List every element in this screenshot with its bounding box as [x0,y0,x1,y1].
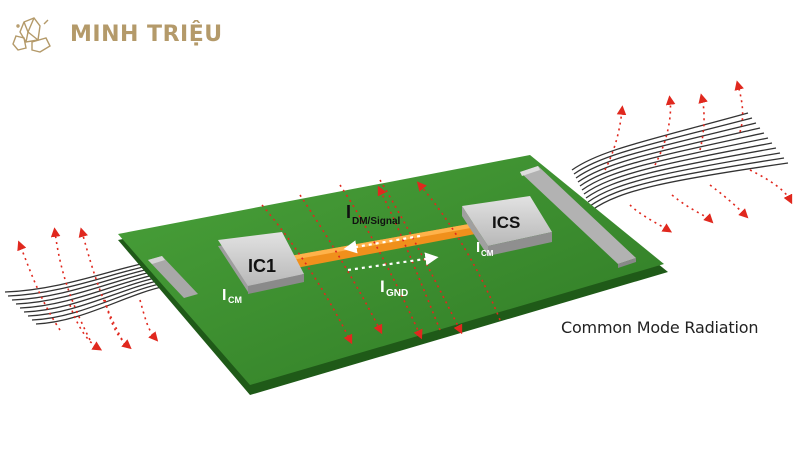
diagram-caption: Common Mode Radiation [561,318,759,337]
i-gnd-label: I GND [380,277,408,299]
ics-label: ICS [492,213,520,232]
crystal-logo-icon [12,17,51,53]
pcb-board [118,155,668,395]
svg-text:GND: GND [386,288,408,299]
svg-text:DM/Signal: DM/Signal [352,216,401,227]
brand-name: MINH TRIỆU [70,21,223,47]
left-connector [148,256,198,298]
i-cm-left-label: I CM [222,287,242,305]
svg-text:I: I [380,277,385,296]
ic1-chip: IC1 [218,232,304,294]
i-dm-signal-label: I DM/Signal [346,202,401,227]
i-cm-right-label: I CM [476,239,494,258]
cable-radiation-arrows [17,80,793,351]
ics-chip: ICS [462,196,552,256]
ic1-label: IC1 [248,256,276,276]
right-ribbon-cable [571,112,789,211]
svg-text:CM: CM [228,295,242,305]
left-ribbon-cable [4,261,167,325]
svg-text:I: I [222,287,226,304]
right-connector [520,166,636,268]
radiation-field-lines [261,179,501,345]
svg-text:I: I [476,239,480,256]
brand-logo: MINH TRIỆU [10,14,223,54]
current-arrows [343,234,439,272]
svg-text:CM: CM [481,249,494,258]
svg-text:I: I [346,202,351,222]
